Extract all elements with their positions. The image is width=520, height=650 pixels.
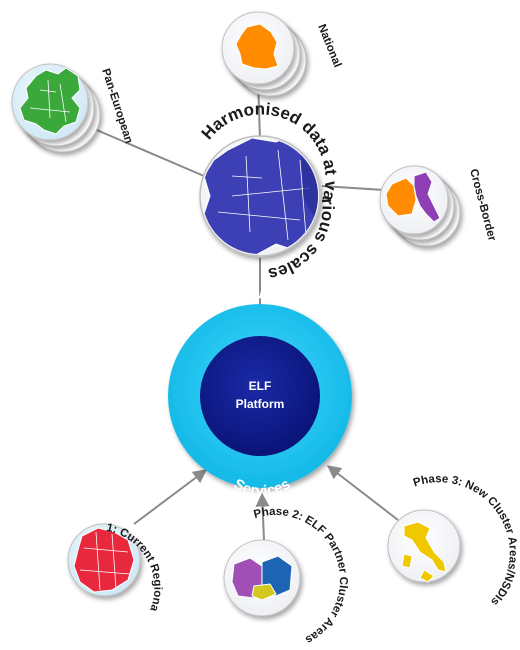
arrow-phase3 bbox=[326, 465, 399, 521]
national-label: National bbox=[315, 23, 343, 70]
cluster-map-icon bbox=[231, 555, 293, 601]
platform-label-line2: Platform bbox=[236, 397, 285, 411]
phase3-node bbox=[387, 509, 461, 583]
connector-pan-european bbox=[91, 127, 205, 177]
arrow-phase1 bbox=[133, 469, 208, 525]
platform-core bbox=[200, 336, 320, 456]
border-map-icon bbox=[385, 171, 441, 223]
cross-border-label: Cross-Border bbox=[467, 168, 498, 243]
harmonised-node bbox=[199, 135, 321, 257]
platform-label-line1: ELF bbox=[249, 379, 272, 393]
connector-cross-border bbox=[321, 185, 385, 191]
pan-european-node bbox=[11, 63, 101, 153]
phase1-node bbox=[67, 523, 141, 597]
arrow-phase2 bbox=[255, 492, 270, 541]
france-map-icon bbox=[235, 23, 279, 70]
elf-platform: Services Services ELF Platform bbox=[168, 285, 352, 500]
national-node bbox=[221, 11, 307, 97]
phase2-node bbox=[223, 539, 301, 617]
italy-map-icon bbox=[401, 521, 447, 583]
europe-regions-map-icon bbox=[73, 527, 135, 593]
cross-border-node bbox=[379, 165, 461, 247]
